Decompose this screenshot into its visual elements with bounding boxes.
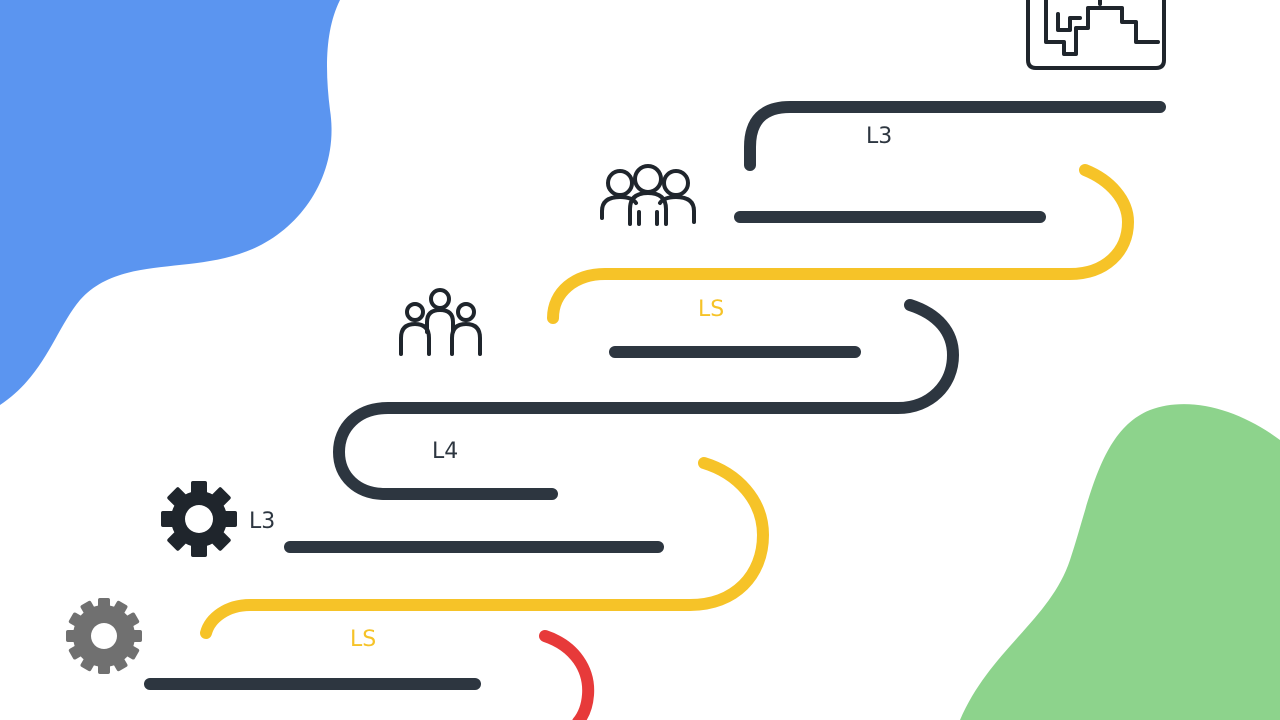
upper-yellow-path [547,164,1135,324]
floor-plan-icon [1026,0,1166,70]
green-corner-blob [960,404,1280,720]
bottom-red-path [539,630,595,720]
lower-yellow-path [200,457,770,639]
mid-dark-path [332,299,960,500]
top-dark-path [744,101,1166,171]
blue-corner-blob [0,0,340,405]
gray-gear-icon [66,598,142,674]
gear-icon [161,481,237,557]
group-of-three-people-icon [600,164,696,226]
level-label-gear: L3 [249,509,275,534]
level-label-middle: L4 [432,439,458,464]
level-label-top: L3 [866,124,892,149]
family-icon [399,288,482,356]
level-label-yellow-upper: LS [698,297,724,322]
level-label-yellow-lower: LS [350,627,376,652]
